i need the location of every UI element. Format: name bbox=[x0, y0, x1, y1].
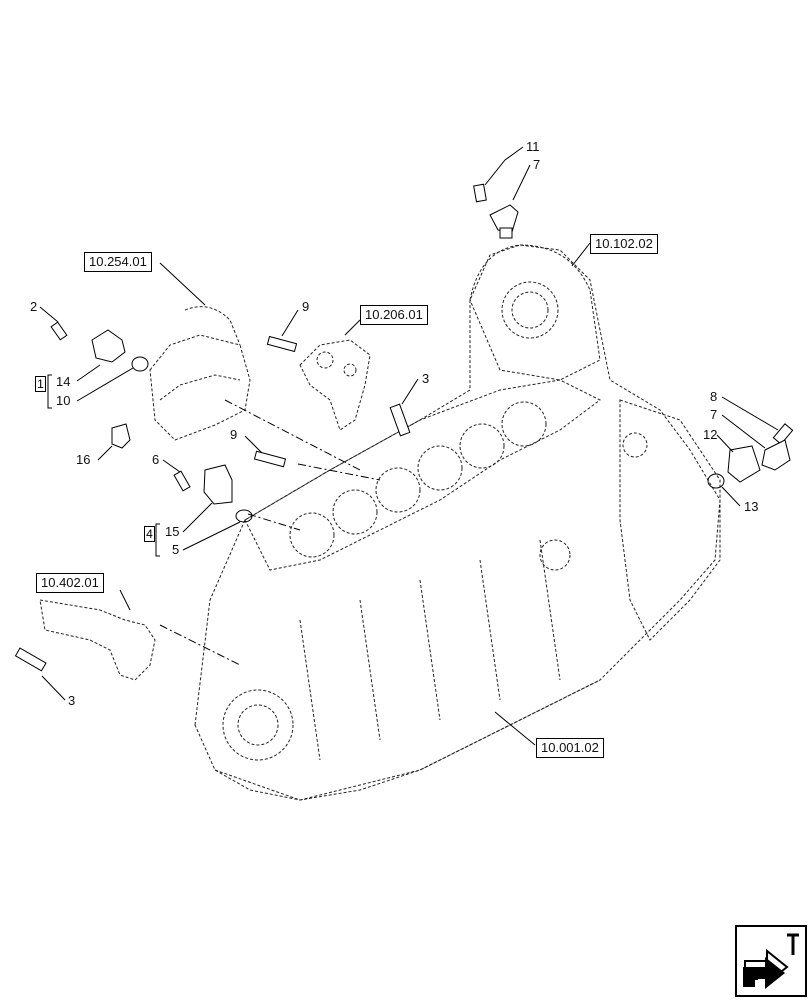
leader-3-bottom bbox=[41, 675, 66, 701]
o-ring-13 bbox=[707, 473, 725, 489]
callout-15: 15 bbox=[165, 524, 180, 539]
leader-402 bbox=[119, 589, 131, 611]
leader-7-top bbox=[512, 164, 531, 201]
ref-10-102-02[interactable]: 10.102.02 bbox=[590, 234, 658, 254]
bracket-kit-4 bbox=[155, 523, 160, 557]
front-pulley-inner bbox=[237, 704, 279, 746]
callout-10: 10 bbox=[56, 393, 71, 408]
callout-9-mid: 9 bbox=[230, 427, 238, 442]
bolt-2 bbox=[50, 321, 68, 341]
sensor-9-mid bbox=[253, 450, 287, 468]
callout-3-mid: 3 bbox=[422, 371, 430, 386]
o-ring-10 bbox=[131, 356, 149, 372]
front-pulley bbox=[222, 689, 294, 761]
timing-housing bbox=[469, 244, 601, 381]
callout-5: 5 bbox=[172, 542, 180, 557]
engine-block-outline bbox=[194, 244, 721, 801]
leader-9-mid bbox=[244, 435, 263, 454]
leader-13 bbox=[721, 486, 741, 507]
leader-5 bbox=[182, 521, 241, 551]
bolt-8 bbox=[772, 423, 794, 445]
leader-8 bbox=[721, 396, 779, 431]
sensor-15 bbox=[203, 464, 233, 505]
ref-10-206-01[interactable]: 10.206.01 bbox=[360, 305, 428, 325]
leader-102 bbox=[571, 242, 591, 267]
cylinder-2 bbox=[332, 489, 378, 535]
leader-3-mid bbox=[401, 378, 419, 405]
sensor-3-mid bbox=[389, 403, 411, 437]
bolt-11 bbox=[473, 183, 487, 203]
leader-11 bbox=[484, 146, 524, 186]
next-page-button[interactable] bbox=[735, 925, 807, 997]
leader-14 bbox=[76, 364, 101, 382]
leader-10 bbox=[76, 367, 134, 402]
leader-206 bbox=[344, 319, 361, 336]
callout-2: 2 bbox=[30, 299, 38, 314]
pipe-402 bbox=[39, 599, 156, 681]
callout-11: 11 bbox=[526, 139, 540, 154]
cylinder-1 bbox=[289, 512, 335, 558]
ref-10-402-01[interactable]: 10.402.01 bbox=[36, 573, 104, 593]
engine-top-deck bbox=[244, 379, 601, 571]
sensor-3-bottom bbox=[14, 647, 47, 672]
callout-8: 8 bbox=[710, 389, 718, 404]
sensor-16 bbox=[111, 423, 131, 449]
leader-16 bbox=[97, 445, 113, 461]
leader-2 bbox=[39, 306, 59, 323]
sensor-7-right bbox=[761, 439, 791, 471]
next-page-arrow-icon bbox=[743, 933, 799, 989]
sensor-14 bbox=[91, 329, 126, 363]
callout-13: 13 bbox=[744, 499, 759, 514]
bolt-6 bbox=[173, 470, 191, 492]
flywheel-housing bbox=[619, 399, 721, 641]
leader-254 bbox=[159, 262, 206, 306]
o-ring-5 bbox=[235, 509, 253, 523]
kit-1-box: 1 bbox=[35, 376, 46, 392]
timing-bore bbox=[501, 281, 559, 339]
ref-10-254-01[interactable]: 10.254.01 bbox=[84, 252, 152, 272]
gear bbox=[539, 539, 571, 571]
callout-12: 12 bbox=[703, 427, 718, 442]
housing-boss bbox=[622, 432, 648, 458]
leader-001 bbox=[494, 711, 536, 746]
callout-3-bottom: 3 bbox=[68, 693, 76, 708]
callout-7-right: 7 bbox=[710, 407, 718, 422]
leader-9-top bbox=[281, 309, 299, 337]
timing-bore-inner bbox=[511, 291, 549, 329]
sensor-9-top bbox=[266, 335, 298, 353]
leader-15 bbox=[182, 502, 213, 533]
plate-12 bbox=[727, 445, 761, 483]
cylinder-3 bbox=[375, 467, 421, 513]
housing-254 bbox=[149, 334, 251, 441]
callout-7-top: 7 bbox=[533, 157, 541, 172]
callout-9-top: 9 bbox=[302, 299, 310, 314]
callout-6: 6 bbox=[152, 452, 160, 467]
pump-206 bbox=[299, 339, 371, 431]
cylinder-6 bbox=[501, 401, 547, 447]
sensor-7-top bbox=[489, 204, 519, 233]
leader-12 bbox=[716, 434, 734, 453]
ref-10-001-02[interactable]: 10.001.02 bbox=[536, 738, 604, 758]
bracket-kit-1 bbox=[47, 374, 52, 409]
kit-4-box: 4 bbox=[144, 526, 155, 542]
leader-6 bbox=[162, 459, 181, 473]
callout-16: 16 bbox=[76, 452, 91, 467]
leader-7-right bbox=[721, 414, 766, 449]
cylinder-4 bbox=[417, 445, 463, 491]
callout-14: 14 bbox=[56, 374, 71, 389]
cylinder-5 bbox=[459, 423, 505, 469]
